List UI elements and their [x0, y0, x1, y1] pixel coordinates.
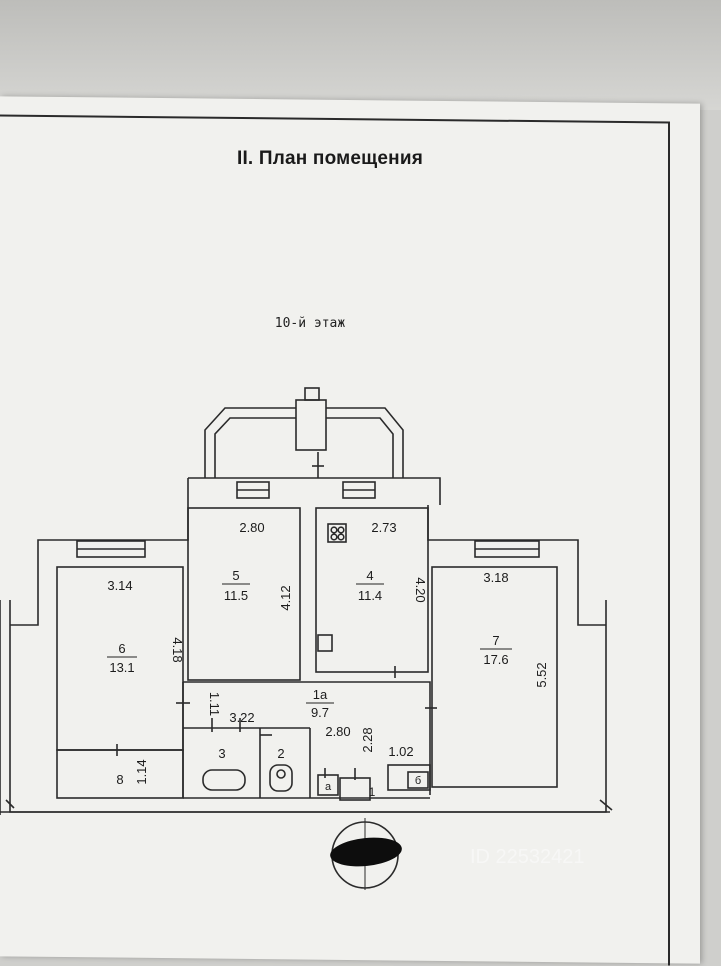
- bathtub-icon: [202, 769, 246, 791]
- outer-bottom-wall: [9, 625, 607, 813]
- room-a-number: а: [325, 781, 332, 793]
- hall-width-dim: 2.80: [325, 724, 350, 739]
- right-top-wall: [427, 505, 606, 626]
- hall-depth-dim: 2.28: [360, 727, 375, 752]
- room-5-depth: 4.12: [278, 585, 293, 610]
- room-6-depth: 4.18: [170, 637, 185, 662]
- room-7-walls: [431, 566, 558, 788]
- room-3-number: 3: [218, 746, 225, 761]
- room-6-area: 13.1: [109, 660, 134, 675]
- hall-1a-walls: [183, 681, 431, 795]
- plan-walls: [0, 387, 613, 815]
- closet-width-dim: 1.02: [388, 744, 413, 759]
- room-1a-number: 1а: [313, 687, 328, 702]
- toilet-icon: [269, 764, 293, 792]
- room-4-number: 4: [366, 568, 373, 583]
- floor-label: 10-й этаж: [274, 316, 346, 331]
- background-desk: [0, 0, 721, 110]
- sink-icon: [317, 634, 333, 652]
- room-5-walls: [187, 507, 301, 681]
- corridor-width-dim: 3.22: [229, 710, 254, 725]
- room-6-width: 3.14: [107, 578, 132, 593]
- room-8-number: 8: [116, 772, 123, 787]
- room-7-number: 7: [492, 633, 499, 648]
- room-5-number: 5: [232, 568, 239, 583]
- room-8-depth-dim: 1.14: [134, 759, 149, 784]
- room-7-depth: 5.52: [534, 662, 549, 687]
- room-6-walls: [56, 566, 184, 751]
- balcony-vent: [304, 387, 320, 401]
- room-4-area: 11.4: [358, 588, 382, 603]
- room-2-number: 2: [277, 746, 284, 761]
- room-5-width: 2.80: [239, 520, 264, 535]
- watermark: ID 22532421: [470, 846, 585, 868]
- closet-1: [339, 777, 371, 801]
- room-4-depth: 4.20: [413, 577, 428, 602]
- room-b-number: б: [415, 775, 421, 787]
- room-4-width: 2.73: [371, 520, 396, 535]
- room-1a-area: 9.7: [311, 705, 329, 720]
- room-7-area: 17.6: [483, 652, 508, 667]
- room-1-number: 1: [369, 785, 376, 799]
- stove-icon: [327, 523, 347, 543]
- top-wall: [188, 477, 441, 505]
- closet-b: [387, 764, 431, 791]
- room-5-area: 11.5: [224, 588, 248, 603]
- corridor-top-dim: 1.11: [207, 692, 222, 716]
- balcony-shaft: [295, 399, 327, 451]
- left-top-wall: [10, 478, 189, 626]
- closet-a: [317, 774, 339, 796]
- room-7-width: 3.18: [483, 570, 508, 585]
- document-title: II. План помещения: [236, 148, 424, 169]
- room-6-number: 6: [118, 641, 125, 656]
- room-4-walls: [315, 507, 429, 673]
